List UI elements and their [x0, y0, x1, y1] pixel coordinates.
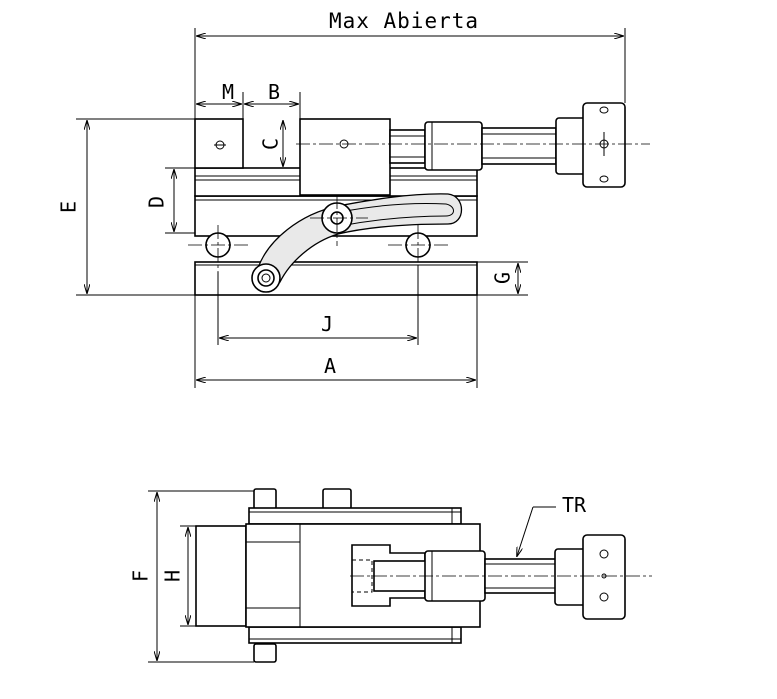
label-b: B [268, 80, 280, 104]
top-rail [248, 507, 462, 525]
dim-h: H [161, 525, 196, 627]
dim-f: F [129, 490, 254, 663]
label-e: E [57, 201, 81, 213]
plan-fixed-jaw [195, 525, 247, 627]
label-g: G [491, 272, 515, 284]
dim-e: E [57, 118, 195, 296]
label-tr: TR [562, 493, 587, 517]
label-m: M [222, 80, 234, 104]
label-j: J [321, 312, 333, 336]
tilt-arm [257, 193, 462, 283]
dim-m-b: M B [197, 80, 301, 119]
plan-handle-collar [582, 534, 626, 620]
label-a: A [324, 354, 336, 378]
label-c: C [259, 138, 283, 150]
label-h: H [161, 570, 185, 582]
plan-view [195, 488, 652, 663]
dim-a: A [194, 295, 478, 388]
label-d: D [145, 196, 169, 208]
label-max-opening: Max Abierta [329, 9, 479, 33]
dim-tr: TR [517, 493, 587, 556]
dim-max-opening: Max Abierta [194, 9, 626, 119]
bottom-rail [248, 626, 462, 644]
lead-screw [481, 127, 557, 165]
label-f: F [129, 570, 153, 582]
base-plate [194, 261, 478, 296]
moving-jaw [299, 118, 391, 196]
side-view [188, 102, 650, 296]
dim-g: G [477, 261, 528, 296]
dim-c: C [259, 121, 284, 166]
dim-j: J [217, 265, 419, 345]
fixed-jaw [194, 118, 244, 169]
dim-d: D [145, 167, 195, 234]
